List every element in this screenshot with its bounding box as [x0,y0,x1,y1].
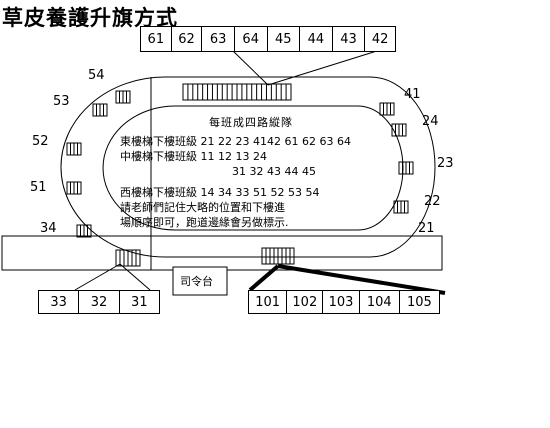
top-class-cell: 44 [300,27,333,51]
left-class-cell: 33 [39,291,80,313]
bottom-class-cell: 102 [287,291,324,313]
left-class-cell: 31 [131,294,148,310]
left-class-row: 33 32 31 [38,290,160,314]
left-class-cell: 32 [79,291,120,313]
outer-track [60,76,436,258]
building-band [1,235,443,271]
podium-label: 司令台 [180,275,213,288]
bottom-class-cell: 101 [249,291,288,313]
top-class-cell: 62 [172,27,203,51]
class-label: 34 [40,221,57,236]
bottom-class-row: 101 102 103 104 105 [248,290,440,314]
instruction-panel: 東樓梯下樓班級 21 22 23 4142 61 62 63 64 中樓梯下樓班… [120,134,351,230]
podium-box [172,266,228,296]
note-line-1: 請老師們記住大略的位置和下樓進 [120,201,285,214]
middle-stair-line: 中樓梯下樓班級 11 12 13 24 [120,150,267,163]
west-stair-line: 西樓梯下樓班級 14 34 33 51 52 53 54 [120,186,320,199]
bottom-class-cell: 103 [323,291,360,313]
bottom-class-cell: 105 [406,294,432,310]
top-class-cell: 42 [371,31,389,47]
class-label: 24 [422,114,439,129]
class-label: 54 [88,68,105,83]
top-class-cell: 64 [235,27,268,51]
top-class-cell: 61 [141,27,172,51]
class-label: 41 [404,87,421,102]
middle-stair-line-2: 31 32 43 44 45 [232,165,316,178]
class-label: 23 [437,156,454,171]
class-label: 21 [418,221,435,236]
bottom-class-cell: 104 [360,291,400,313]
class-label: 22 [424,194,441,209]
top-class-cell: 43 [333,27,366,51]
east-stair-line: 東樓梯下樓班級 21 22 23 4142 61 62 63 64 [120,135,351,148]
class-label: 51 [30,180,47,195]
class-markers [66,83,414,267]
top-class-row: 61 62 63 64 45 44 43 42 [140,26,396,52]
panel-title: 每班成四路縱隊 [209,116,293,129]
top-class-cell: 45 [268,27,301,51]
class-label: 53 [53,94,70,109]
page-title: 草皮養護升旗方式 [2,5,178,30]
top-class-cell: 63 [202,27,235,51]
class-label: 52 [32,134,49,149]
note-line-2: 場順序即可，跑道邊緣會另做標示. [120,216,289,229]
